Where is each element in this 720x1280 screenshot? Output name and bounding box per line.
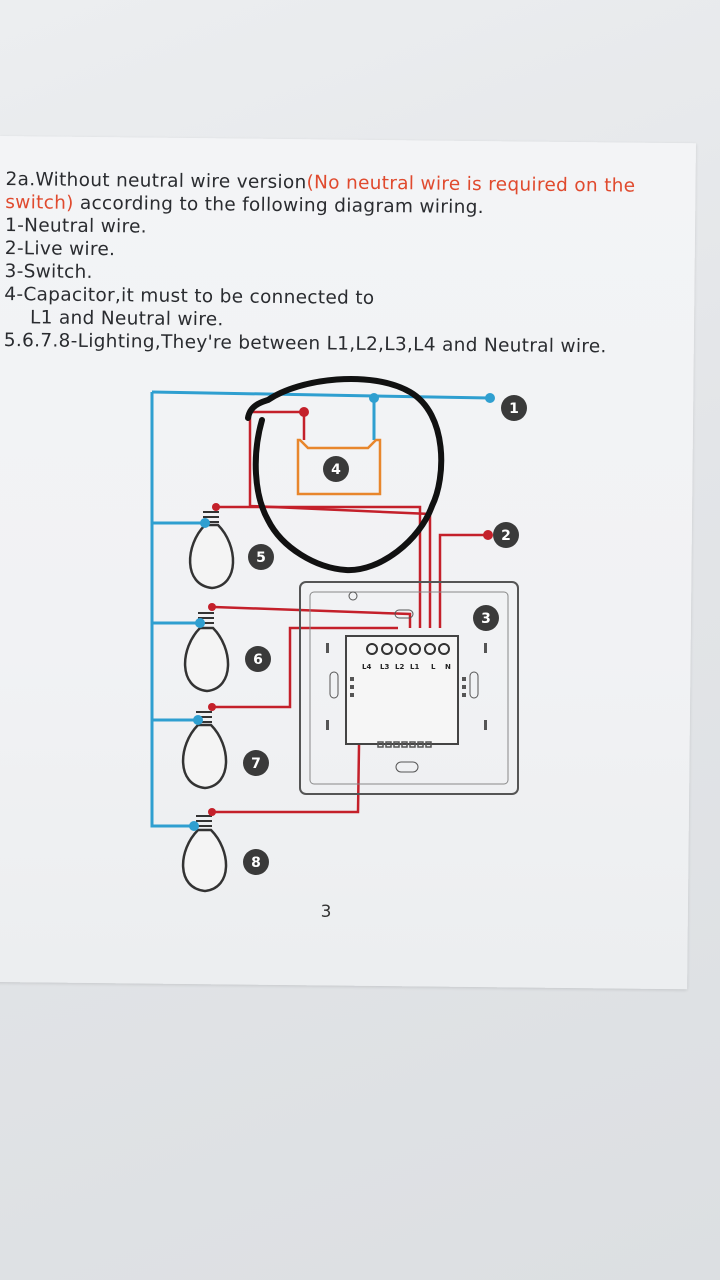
badge-2: 2 bbox=[493, 522, 519, 548]
badge-1: 1 bbox=[501, 395, 527, 421]
svg-text:3: 3 bbox=[481, 611, 491, 627]
switch: L4 L3 L2 L1 L N bbox=[299, 581, 519, 795]
live-terminal-dot bbox=[483, 530, 493, 540]
terminal-label-n: N bbox=[445, 663, 451, 671]
page-number: 3 bbox=[321, 902, 332, 922]
svg-text:8: 8 bbox=[251, 855, 261, 871]
badge-8: 8 bbox=[243, 849, 269, 875]
badge-6: 6 bbox=[245, 646, 271, 672]
svg-text:2: 2 bbox=[501, 528, 511, 544]
svg-text:5: 5 bbox=[256, 550, 266, 566]
bulb-8-icon bbox=[181, 828, 228, 893]
terminal-label-l3: L3 bbox=[380, 663, 389, 671]
capacitor bbox=[296, 438, 382, 496]
svg-text:1: 1 bbox=[509, 401, 519, 417]
svg-text:4: 4 bbox=[331, 462, 341, 478]
terminal-label-l: L bbox=[431, 663, 436, 671]
capacitor-neutral-dot bbox=[369, 393, 379, 403]
terminal-label-l1: L1 bbox=[410, 663, 419, 671]
capacitor-live-dot bbox=[299, 407, 309, 417]
annotation-circle bbox=[245, 376, 445, 574]
badge-4: 4 bbox=[323, 456, 349, 482]
neutral-wires bbox=[150, 390, 491, 828]
badge-7: 7 bbox=[243, 750, 269, 776]
svg-text:6: 6 bbox=[253, 652, 263, 668]
bulb-7-icon bbox=[181, 723, 228, 790]
terminal-label-l2: L2 bbox=[395, 663, 404, 671]
badge-5: 5 bbox=[248, 544, 274, 570]
bulb-5-icon bbox=[188, 523, 235, 590]
bulbs bbox=[181, 523, 235, 893]
badge-3: 3 bbox=[473, 605, 499, 631]
svg-text:7: 7 bbox=[251, 756, 261, 772]
bulb-6-icon bbox=[183, 626, 230, 693]
terminal-label-l4: L4 bbox=[362, 663, 371, 671]
neutral-terminal-dot bbox=[485, 393, 495, 403]
